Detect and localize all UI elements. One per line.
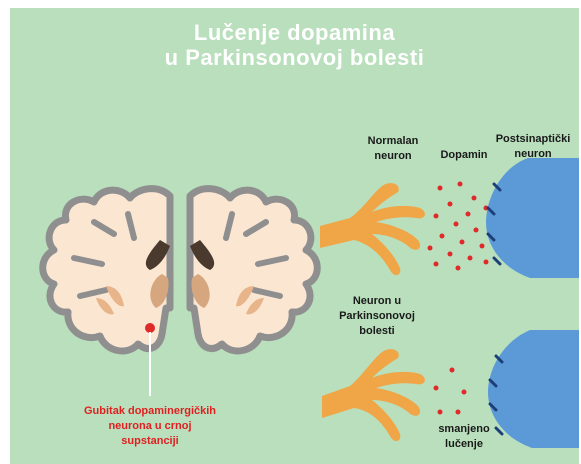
postsynaptic-neuron-bottom — [488, 330, 579, 448]
label-parkinson-line2: Parkinsonovoj — [332, 309, 422, 324]
dopamine-dots-reduced — [434, 368, 467, 415]
postsynaptic-neuron-top — [486, 158, 579, 278]
brain-coronal-section — [43, 189, 318, 396]
label-normal-neuron-line1: Normalan — [358, 134, 428, 149]
label-loss-line3: supstanciji — [68, 434, 232, 449]
label-loss-line1: Gubitak dopaminergičkih — [68, 404, 232, 419]
label-normal-neuron-line2: neuron — [358, 149, 428, 164]
parkinson-neuron — [322, 349, 425, 441]
brain-hemisphere-right — [190, 189, 317, 351]
label-loss-line2: neurona u crnoj — [68, 419, 232, 434]
substantia-nigra-loss-marker — [145, 323, 155, 333]
diagram-graphics — [10, 8, 579, 464]
label-reduced-line1: smanjeno — [434, 422, 494, 437]
normal-neuron — [320, 183, 425, 275]
dopamine-dots-normal — [428, 182, 489, 271]
label-neuron-loss: Gubitak dopaminergičkih neurona u crnoj … — [68, 404, 232, 449]
label-reduced-release: smanjeno lučenje — [434, 422, 494, 452]
label-parkinson-line3: bolesti — [332, 324, 422, 339]
label-postsynaptic-line1: Postsinaptički — [492, 132, 574, 147]
label-postsynaptic: Postsinaptički neuron — [492, 132, 574, 162]
label-reduced-line2: lučenje — [434, 437, 494, 452]
label-postsynaptic-line2: neuron — [492, 147, 574, 162]
label-parkinson-line1: Neuron u — [332, 294, 422, 309]
label-dopamine: Dopamin — [434, 148, 494, 163]
diagram-panel: Lučenje dopamina u Parkinsonovoj bolesti — [10, 8, 579, 464]
label-parkinson-neuron: Neuron u Parkinsonovoj bolesti — [332, 294, 422, 339]
label-normal-neuron: Normalan neuron — [358, 134, 428, 164]
